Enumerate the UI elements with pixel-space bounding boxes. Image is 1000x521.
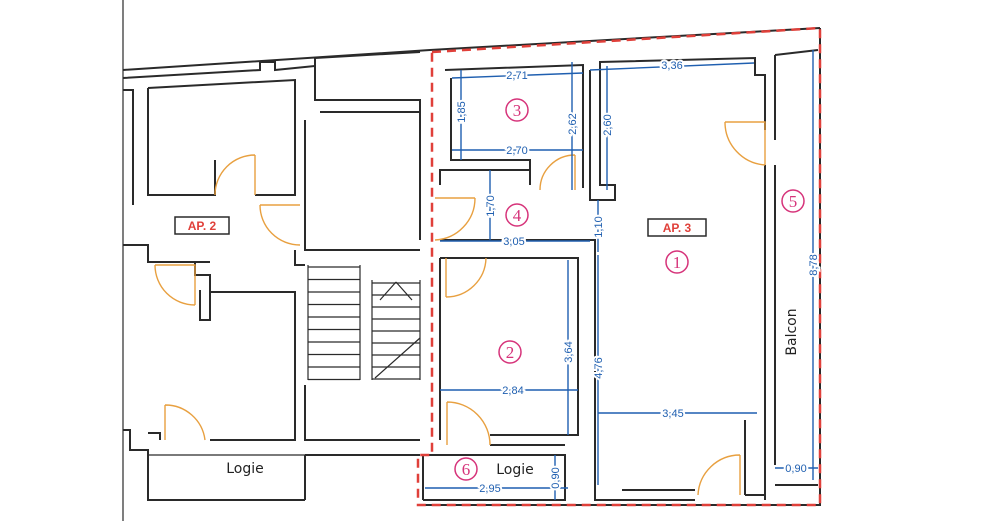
dim-logie-width: 2,95 (479, 483, 500, 495)
svg-text:4: 4 (513, 206, 522, 225)
stair-arrow (379, 281, 397, 301)
room-number-5: 5 (781, 189, 805, 213)
room-number-2: 2 (498, 340, 522, 364)
room-number-6: 6 (454, 457, 478, 481)
dim-balcony-width: 0,90 (785, 463, 806, 475)
svg-text:5: 5 (789, 192, 798, 211)
door-icon (214, 154, 256, 196)
room-number-1: 1 (665, 250, 689, 274)
door-icon (164, 404, 206, 441)
svg-text:2: 2 (506, 343, 515, 362)
apartment-2-label: AP. 2 (174, 216, 230, 235)
dim-r1-width: 3,45 (662, 408, 683, 420)
dim-r2-height: 3,64 (563, 341, 575, 362)
dim-r4-height: 1,70 (485, 195, 497, 216)
door-icon (539, 154, 576, 191)
svg-text:AP. 3: AP. 3 (663, 221, 692, 235)
door-icon (259, 204, 301, 246)
door-icon (697, 454, 741, 496)
door-icon (434, 197, 476, 241)
stair-direction-line (374, 337, 421, 379)
logie-right-label: Logie (496, 462, 534, 478)
balcony-label: Balcon (784, 308, 800, 355)
stair-arrow (395, 281, 413, 301)
dim-r1-top: 3,36 (661, 60, 682, 72)
staircase (307, 265, 421, 381)
dim-r3-bottom: 2,70 (506, 145, 527, 157)
apartment-3-label: AP. 3 (647, 218, 707, 237)
door-icon (445, 257, 487, 298)
svg-text:6: 6 (462, 460, 471, 479)
walls (122, 27, 821, 506)
dim-logie-depth: 0,90 (550, 467, 562, 488)
dim-r1-lower-left: 4,76 (593, 357, 605, 378)
doors (154, 121, 766, 496)
room-number-3: 3 (505, 98, 529, 122)
logie-left-label: Logie (226, 461, 264, 477)
door-icon (154, 264, 196, 306)
dimension-labels: 2,71 2,70 1,85 2,62 3,36 2,60 1,70 3,05 … (454, 58, 822, 497)
apartment-3-boundary (416, 26, 822, 507)
dim-r4-width: 3,05 (503, 236, 524, 248)
dimension-lines (425, 50, 818, 500)
svg-text:1: 1 (673, 253, 682, 272)
dim-r2-width: 2,84 (502, 385, 523, 397)
room-number-4: 4 (505, 203, 529, 227)
svg-text:AP. 2: AP. 2 (188, 219, 217, 233)
dim-r3-right: 2,62 (567, 113, 579, 134)
dim-r3-top: 2,71 (506, 70, 527, 82)
dim-balcony-length: 8,78 (808, 254, 820, 275)
dim-r1-gap: 1,10 (593, 216, 605, 237)
door-icon (446, 401, 491, 446)
dim-r3-left: 1,85 (456, 101, 468, 122)
door-icon (724, 121, 766, 166)
svg-text:3: 3 (513, 101, 522, 120)
dim-r1-upper-left: 2,60 (602, 114, 614, 135)
